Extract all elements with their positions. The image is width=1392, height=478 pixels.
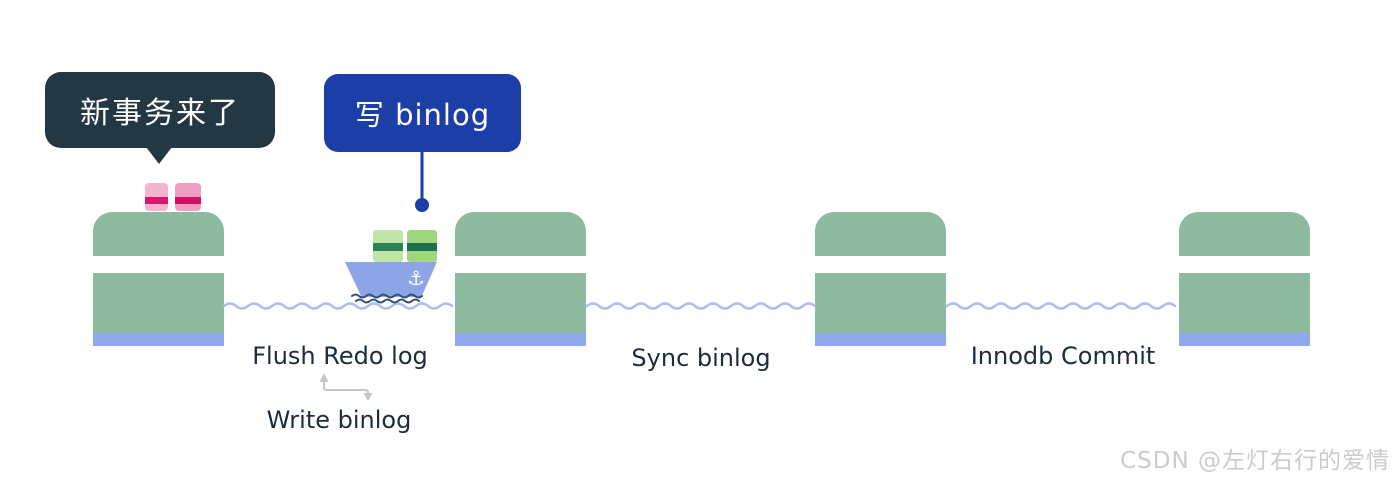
pier-cap (455, 212, 586, 256)
label-flush-redo-log: Flush Redo log (252, 342, 428, 370)
swap-arrow-line (323, 381, 369, 394)
pier-body (93, 273, 224, 333)
label-sync-binlog: Sync binlog (631, 344, 771, 372)
swap-arrow-head-up (319, 373, 329, 382)
pointer-dot (415, 198, 429, 212)
boat-ripple-2 (355, 298, 420, 304)
pier-4 (1179, 212, 1310, 346)
pier-3 (815, 212, 946, 346)
water-wave-1 (222, 302, 454, 310)
cargo-box-pink-2 (175, 183, 201, 211)
anchor-icon: ⚓ (407, 266, 425, 290)
boat-hull (345, 262, 437, 297)
label-write-binlog: Write binlog (266, 406, 412, 434)
write-binlog-bubble-label: 写 binlog (354, 98, 491, 132)
speech-bubble-write-binlog: 写 binlog (324, 74, 521, 152)
pier-cap (93, 212, 224, 256)
pier-base (93, 333, 224, 346)
water-wave-2 (585, 302, 817, 310)
cargo-box-green-2 (407, 230, 437, 262)
cargo-stripe (145, 197, 168, 204)
cargo-box-green-1 (373, 230, 403, 262)
water-wave-3 (945, 302, 1177, 310)
pier-base (455, 333, 586, 346)
pier-base (815, 333, 946, 346)
cargo-stripe (373, 243, 403, 251)
pier-cap (1179, 212, 1310, 256)
pier-body (815, 273, 946, 333)
pier-body (1179, 273, 1310, 333)
pier-1 (93, 212, 224, 346)
new-transaction-label: 新事务来了 (80, 96, 240, 131)
label-innodb-commit: Innodb Commit (970, 342, 1156, 370)
speech-bubble-tail (146, 147, 172, 164)
pier-2 (455, 212, 586, 346)
cargo-stripe (407, 243, 437, 251)
pier-base (1179, 333, 1310, 346)
speech-bubble-new-transaction: 新事务来了 (45, 72, 275, 164)
swap-arrow-head-down (363, 393, 373, 401)
pier-cap (815, 212, 946, 256)
watermark: CSDN @左灯右行的爱情 (1120, 448, 1390, 474)
cargo-box-pink-1 (145, 183, 168, 211)
pier-body (455, 273, 586, 333)
cargo-stripe (175, 197, 201, 204)
